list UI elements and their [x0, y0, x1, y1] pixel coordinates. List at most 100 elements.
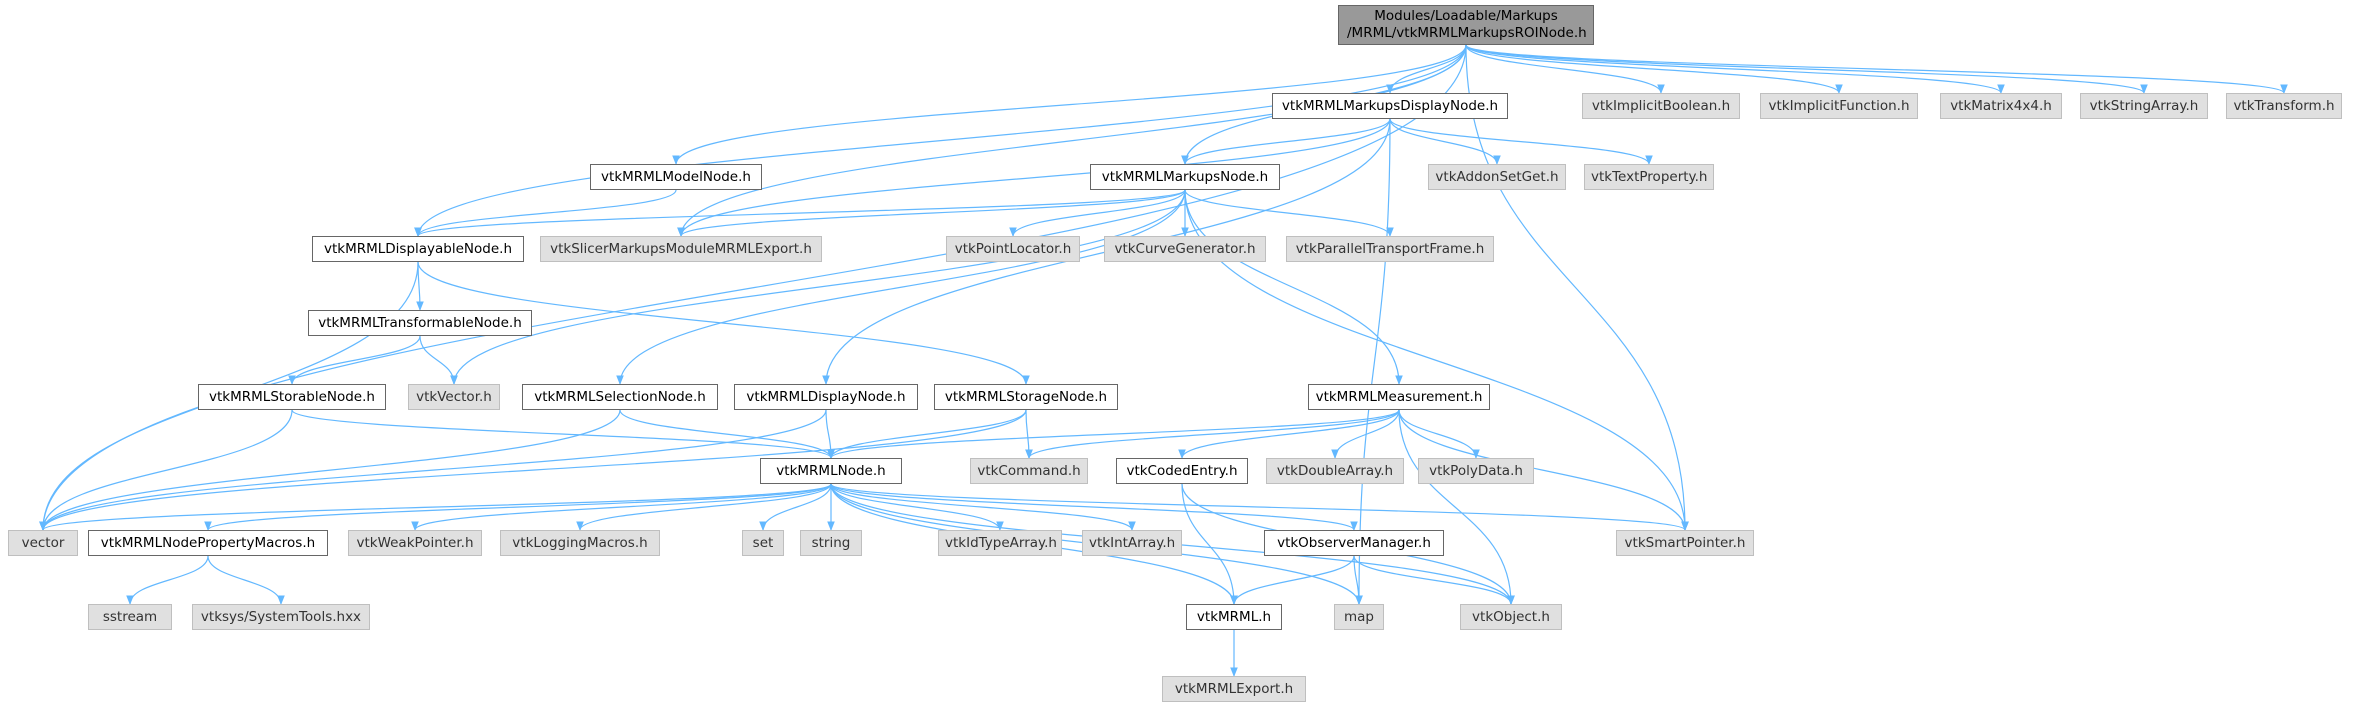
edge-selection-to-mrmlnode	[619, 409, 835, 459]
node-displayable-node[interactable]: vtkMRMLDisplayableNode.h	[312, 236, 524, 262]
edge-root-to-displayable	[414, 44, 1467, 237]
node-selection-node[interactable]: vtkMRMLSelectionNode.h	[522, 384, 718, 410]
edge-propmacros-to-systemtools	[207, 555, 285, 605]
node-std-string: string	[800, 530, 862, 556]
edge-markupsnode-to-measurement	[1184, 189, 1403, 385]
node-system-tools: vtksys/SystemTools.hxx	[192, 604, 370, 630]
edge-displayable-to-transformable	[416, 261, 424, 311]
node-implicit-function: vtkImplicitFunction.h	[1760, 93, 1918, 119]
node-poly-data: vtkPolyData.h	[1418, 458, 1534, 484]
node-matrix4x4: vtkMatrix4x4.h	[1940, 93, 2062, 119]
node-storable-node[interactable]: vtkMRMLStorableNode.h	[198, 384, 386, 410]
node-mrml-export: vtkMRMLExport.h	[1162, 676, 1306, 702]
node-storage-node[interactable]: vtkMRMLStorageNode.h	[934, 384, 1118, 410]
node-parallel-transport-frame: vtkParallelTransportFrame.h	[1286, 236, 1494, 262]
node-mrml-node[interactable]: vtkMRMLNode.h	[760, 458, 902, 484]
edge-markupsnode-to-selection	[616, 189, 1186, 385]
edge-markupsnode-to-pointlocator	[1009, 189, 1186, 237]
edge-markupsdisplay-to-map	[1355, 118, 1391, 605]
edge-modelnode-to-displayable	[414, 189, 677, 237]
node-markups-node[interactable]: vtkMRMLMarkupsNode.h	[1090, 164, 1280, 190]
node-vtk-mrml[interactable]: vtkMRML.h	[1186, 604, 1282, 630]
edge-transformable-to-storable	[288, 335, 421, 385]
edge-observermgr-to-vtkmrml	[1230, 555, 1355, 605]
edge-selection-to-vector	[39, 409, 621, 531]
edge-storagenode-to-mrmlnode	[827, 409, 1027, 459]
edge-root-to-stringarray	[1465, 44, 2148, 94]
edge-mrmlnode-to-intarray	[830, 483, 1136, 531]
edge-markupsdisplay-to-slicerexport	[677, 118, 1391, 237]
edge-measurement-to-command	[1025, 409, 1400, 459]
edge-markupsnode-to-vtkvector	[450, 189, 1186, 385]
edge-storagenode-to-vector	[39, 409, 1027, 531]
node-node-property-macros[interactable]: vtkMRMLNodePropertyMacros.h	[88, 530, 328, 556]
node-text-property: vtkTextProperty.h	[1584, 164, 1714, 190]
edge-markupsdisplay-to-textproperty	[1389, 118, 1653, 165]
edge-displayable-to-storagenode	[417, 261, 1030, 385]
edge-displaynode-to-mrmlnode	[825, 409, 835, 459]
root-label-line2: /MRML/vtkMRMLMarkupsROINode.h	[1347, 25, 1587, 41]
edge-storagenode-to-command	[1025, 409, 1033, 459]
node-vtk-object: vtkObject.h	[1460, 604, 1562, 630]
node-transformable-node[interactable]: vtkMRMLTransformableNode.h	[308, 310, 532, 336]
edge-mrmlnode-to-idtypearray	[830, 483, 1004, 531]
node-root-markups-roi-node: Modules/Loadable/Markups /MRML/vtkMRMLMa…	[1338, 5, 1594, 45]
edge-markupsdisplay-to-addonsetget	[1389, 118, 1501, 165]
edge-codedentry-to-vtkmrml	[1181, 483, 1238, 605]
node-observer-manager[interactable]: vtkObserverManager.h	[1264, 530, 1444, 556]
edge-mrmlnode-to-vector	[39, 483, 832, 531]
node-vtk-vector: vtkVector.h	[408, 384, 500, 410]
edge-propmacros-to-sstream	[126, 555, 209, 605]
edge-measurement-to-polydata	[1398, 409, 1480, 459]
edge-markupsnode-to-slicerexport	[677, 189, 1186, 237]
edge-measurement-to-codedentry	[1178, 409, 1400, 459]
edge-root-to-implicitfunction	[1465, 44, 1843, 94]
edge-measurement-to-mrmlnode	[827, 409, 1400, 459]
edge-mrmlnode-to-loggingmacros	[576, 483, 832, 531]
node-int-array: vtkIntArray.h	[1082, 530, 1182, 556]
node-id-type-array: vtkIdTypeArray.h	[938, 530, 1062, 556]
node-coded-entry[interactable]: vtkCodedEntry.h	[1116, 458, 1248, 484]
node-measurement[interactable]: vtkMRMLMeasurement.h	[1308, 384, 1490, 410]
edge-measurement-to-vtkobject	[1398, 409, 1515, 605]
edge-mrmlnode-to-set	[759, 483, 832, 531]
edge-markupsdisplay-to-markupsnode	[1181, 118, 1391, 165]
node-std-vector: vector	[8, 530, 78, 556]
edge-mrmlnode-to-weakpointer	[411, 483, 832, 531]
edge-root-to-matrix4x4	[1465, 44, 2005, 94]
node-logging-macros: vtkLoggingMacros.h	[500, 530, 660, 556]
edge-measurement-to-doublearray	[1331, 409, 1400, 459]
edge-observermgr-to-vtkobject	[1353, 555, 1515, 605]
node-implicit-boolean: vtkImplicitBoolean.h	[1582, 93, 1740, 119]
node-display-node[interactable]: vtkMRMLDisplayNode.h	[734, 384, 918, 410]
edge-transformable-to-vtkvector	[419, 335, 458, 385]
node-weak-pointer: vtkWeakPointer.h	[348, 530, 482, 556]
node-slicer-markups-module-mrml-export: vtkSlicerMarkupsModuleMRMLExport.h	[540, 236, 822, 262]
node-smart-pointer: vtkSmartPointer.h	[1616, 530, 1754, 556]
edge-mrmlnode-to-smartpointer	[830, 483, 1689, 531]
edge-markupsnode-to-displayable	[414, 189, 1186, 237]
node-model-node[interactable]: vtkMRMLModelNode.h	[590, 164, 762, 190]
edge-root-to-smartpointer	[1465, 44, 1689, 531]
node-curve-generator: vtkCurveGenerator.h	[1104, 236, 1266, 262]
edge-measurement-to-smartpointer	[1398, 409, 1689, 531]
edge-storable-to-vector	[39, 409, 293, 531]
node-vtk-command: vtkCommand.h	[970, 458, 1088, 484]
node-markups-display-node[interactable]: vtkMRMLMarkupsDisplayNode.h	[1272, 93, 1508, 119]
edge-mrmlnode-to-propmacros	[204, 483, 832, 531]
edge-root-to-modelnode	[672, 44, 1467, 165]
edge-observermgr-to-map	[1353, 555, 1363, 605]
edge-root-to-transform	[1465, 44, 2288, 94]
edge-storable-to-mrmlnode	[291, 409, 835, 459]
node-std-map: map	[1334, 604, 1384, 630]
node-std-set: set	[742, 530, 784, 556]
node-addon-set-get: vtkAddonSetGet.h	[1428, 164, 1566, 190]
edge-root-to-implicitboolean	[1465, 44, 1665, 94]
edge-mrmlnode-to-observermgr	[830, 483, 1358, 531]
node-double-array: vtkDoubleArray.h	[1266, 458, 1404, 484]
edge-displaynode-to-vector	[39, 409, 827, 531]
edge-root-to-slicerexport	[677, 44, 1467, 237]
edge-markupsnode-to-paralleltransport	[1184, 189, 1394, 237]
